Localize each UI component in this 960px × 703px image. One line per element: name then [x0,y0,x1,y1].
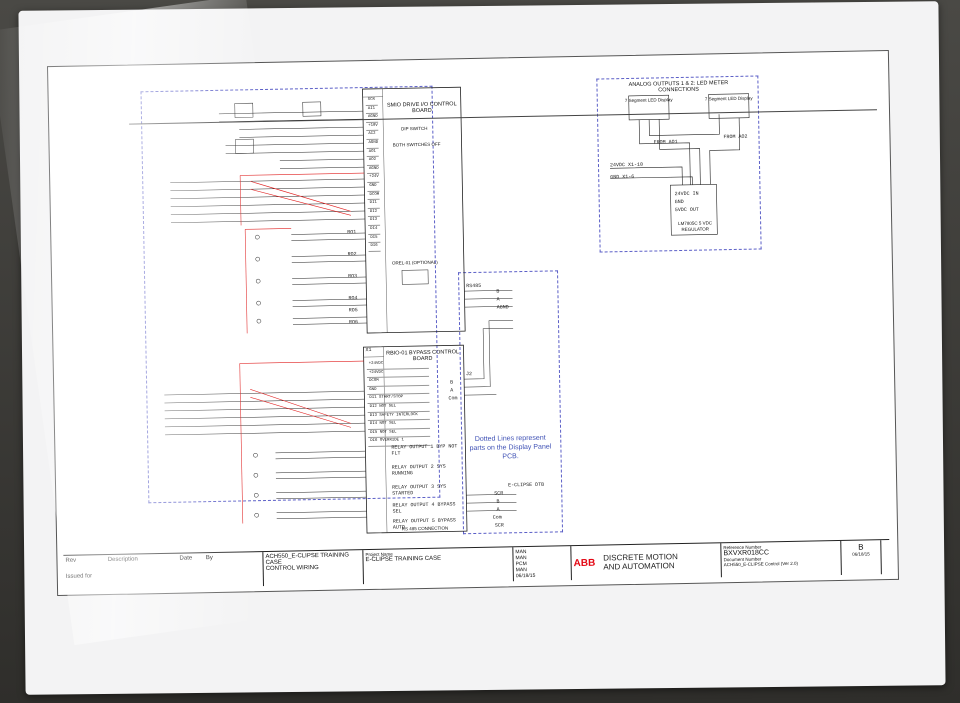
from-ao1-label: FROM AO1 [653,139,678,146]
relay-label: RO3 [348,273,358,280]
rs485-label: RS485 [466,282,482,290]
supply-pos-label: 24VDC X1-10 [609,161,644,169]
board1-terminal: DCOM [367,191,380,201]
by-label: By [205,555,213,562]
from-ao2-label: FROM AO2 [723,133,748,141]
revision-cell: Rev Description Date By Issued for [63,552,265,590]
company-cell: ABB DISCRETE MOTION AND AUTOMATION [571,543,722,581]
comm-label: AGND [496,304,509,311]
board1-terminal: DI3 [367,217,380,226]
board2-relay: RELAY OUTPUT 3 SYS STARTED [392,483,447,497]
board1-terminal: DI1 [367,199,380,209]
led-left-label: 7 Segment LED Display [624,97,673,104]
sheet-rev-cell: B 06/18/15 [841,540,882,575]
relay-label: RO6 [348,319,359,326]
reg-pin: 24VDC IN [674,190,699,198]
eclipse-term: Com [492,514,502,521]
board1-terminal: DI6 [368,242,381,252]
regulator-label: LM7805C 5 VDC REGULATOR [678,220,713,232]
eclipse-term: B [496,498,500,505]
board1-terminal: AO1 [366,148,379,158]
eclipse-label: E-CLIPSE DTB [508,481,545,489]
board1-terminal: AI1 [365,105,378,115]
dip-switch-note: BOTH SWITCHES OFF [392,141,441,148]
eclipse-term: SCR [494,522,504,529]
sheet-date: 06/18/15 [852,551,870,557]
relay-label: RO1 [347,229,357,236]
board1-terminal: AGND [366,139,379,149]
company-line2: AND AUTOMATION [603,561,675,572]
comm2-label: B [450,379,454,386]
comm-label: A [496,296,500,303]
description-label: Description [107,556,138,564]
drawing-date: 06/18/15 [515,572,536,580]
relay-label: RO2 [347,251,357,258]
issued-label: Issued for [65,573,93,580]
j2-label: J2 [465,371,473,378]
board1-terminal: AO2 [366,156,379,166]
abb-logo: ABB [573,557,596,569]
board1-terminal: +10V [366,122,378,132]
description-cell: ACH550_E-CLIPSE TRAINING CASE CONTROL WI… [263,550,364,587]
drawn-cell: MAN MAN PCM MAN 06/18/15 [513,546,572,582]
board2-header: X1 [365,346,372,354]
reg-pin: GND [674,198,684,206]
date-label: Date [179,555,193,562]
supply-neg-label: GND X1-6 [610,173,635,181]
board1-title: SMIO DRIVE I/O CONTROL BOARD [386,101,457,115]
project-cell: Project Name E-CLIPSE TRAINING CASE [363,547,514,585]
board1-terminal: SCR [365,96,378,106]
option-label: OREL-01 (OPTIONAL) [391,259,438,266]
schematic-sheet: SMIO DRIVE I/O CONTROL BOARD DIP SWITCH … [46,49,900,597]
desc-line2: CONTROL WIRING [265,565,319,573]
eclipse-term: SCR [494,490,504,497]
relay-label: RO4 [348,295,358,302]
comm-label: B [496,288,500,295]
board2-terminal-strip: +24VDC +24VDC DCOM GND DI1 START/STOP DI… [366,359,431,447]
board1-terminal: AI2 [366,131,379,140]
eclipse-term: A [496,506,500,513]
display-panel-note: Dotted Lines represent parts on the Disp… [469,434,552,461]
wiring-diagram [164,86,750,534]
board1-terminal: DI4 [368,225,380,235]
board1-terminal: AGND [366,165,379,175]
reference-cell: Reference Number BXVXR018CC Document Num… [721,540,842,578]
board2-relay: RELAY OUTPUT 2 SYS RUNNING [391,463,446,477]
comm2-label: Com [448,395,458,402]
rev-label: Rev [65,557,77,564]
board1-terminal: DI2 [367,208,380,218]
relay-label: RO5 [348,307,358,314]
board2-relay: RELAY OUTPUT 1 BYP NOT FLT [391,443,458,457]
led-right-label: 7 Segment LED Display [704,95,753,102]
board1-terminal: DI5 [368,234,381,244]
board2-relay: RELAY OUTPUT 4 BYPASS SEL [392,501,456,515]
dip-switch-label: DIP SWITCH [400,125,428,132]
board1-terminal: AGND [365,113,378,123]
board1-terminal: GND [367,182,380,192]
reg-pin: 5VDC OUT [674,206,699,214]
comm2-label: A [450,387,454,394]
document-number: ACH550_E-CLIPSE Control (Ver 2.0) [723,560,799,568]
board1-terminal: +24V [367,174,379,183]
